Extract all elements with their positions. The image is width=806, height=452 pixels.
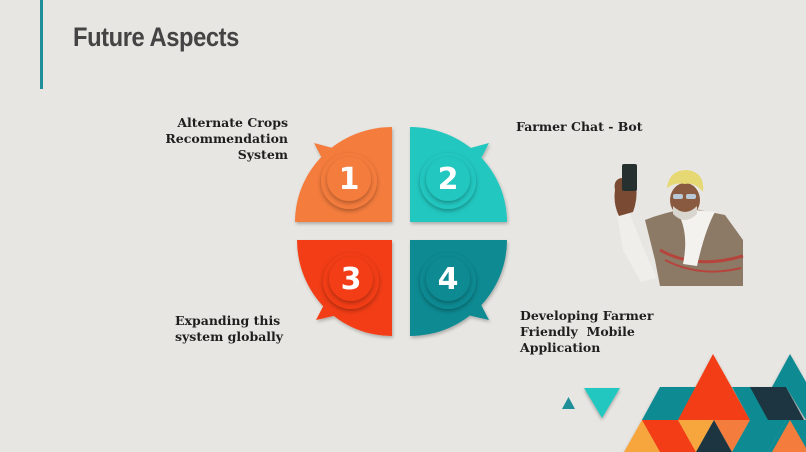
quadrant-4-label: Developing Farmer Friendly Mobile Applic… xyxy=(520,308,654,355)
quadrant-2-label: Farmer Chat - Bot xyxy=(516,119,643,134)
quadrant-1-label: Alternate Crops Recommendation System xyxy=(165,115,288,162)
slide-title: Future Aspects xyxy=(73,22,239,52)
quadrant-4-number: 4 xyxy=(437,262,459,297)
quadrant-3-label: Expanding this system globally xyxy=(175,313,284,344)
down-triangle-icon xyxy=(584,388,620,418)
quadrant-1-number: 1 xyxy=(338,162,360,197)
quadrant-2-number: 2 xyxy=(437,162,459,197)
title-accent-bar xyxy=(40,0,43,89)
farmer-selfie-image xyxy=(614,164,744,286)
small-triangle-icon xyxy=(562,397,575,409)
quadrant-3-number: 3 xyxy=(340,262,362,297)
